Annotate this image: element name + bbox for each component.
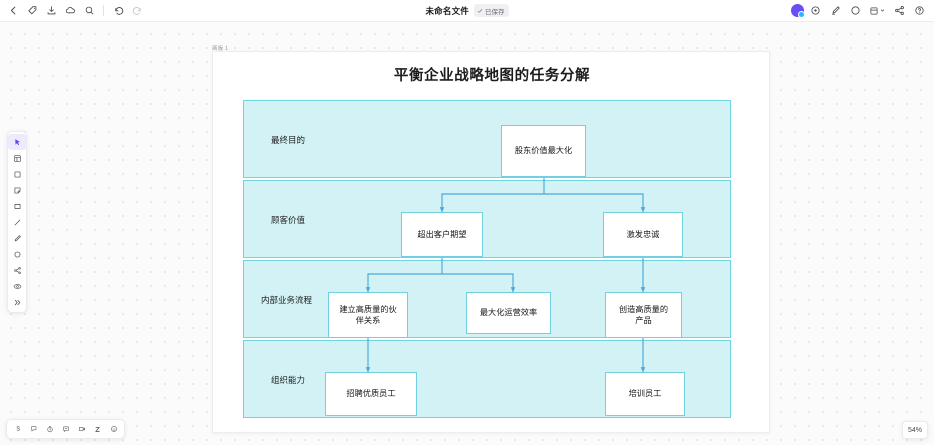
- comment-icon[interactable]: [26, 422, 41, 437]
- share-icon[interactable]: [890, 2, 908, 20]
- canvas[interactable]: 画板 1 平衡企业战略地图的任务分解 最终目的 顾客价值 内部业务流程 组织能力: [0, 22, 934, 445]
- top-toolbar-left-group: [0, 2, 146, 20]
- search-icon[interactable]: [80, 2, 98, 20]
- chat-icon[interactable]: [58, 422, 73, 437]
- circle-icon[interactable]: [846, 2, 864, 20]
- frame-tool[interactable]: [8, 150, 26, 166]
- avatar[interactable]: [791, 4, 805, 18]
- node-inspire-loyalty[interactable]: 激发忠诚: [603, 212, 683, 257]
- sticky-note-tool[interactable]: [8, 182, 26, 198]
- record-icon[interactable]: [806, 2, 824, 20]
- node-recruit-quality-employees[interactable]: 招聘优质员工: [325, 372, 417, 416]
- saved-status-text: 已保存: [485, 8, 505, 16]
- panel-icon[interactable]: [866, 2, 888, 20]
- presentation-icon[interactable]: [826, 2, 844, 20]
- shape-tool[interactable]: [8, 246, 26, 262]
- zoom-level-indicator[interactable]: 54%: [902, 421, 928, 439]
- saved-status-badge: 已保存: [474, 4, 509, 17]
- chevron-down-icon: [880, 9, 885, 12]
- magic-tool[interactable]: [8, 278, 26, 294]
- band-ultimate-purpose[interactable]: [243, 100, 731, 178]
- top-toolbar: 未命名文件 已保存: [0, 0, 934, 22]
- top-toolbar-right-group: [791, 2, 934, 20]
- cursor-mode-icon[interactable]: [10, 422, 25, 437]
- timer-icon[interactable]: [42, 422, 57, 437]
- line-tool[interactable]: [8, 214, 26, 230]
- download-icon[interactable]: [42, 2, 60, 20]
- left-toolbar: [7, 131, 27, 313]
- page-title: 平衡企业战略地图的任务分解: [393, 68, 591, 84]
- emoji-icon[interactable]: [106, 422, 121, 437]
- node-build-quality-partnerships[interactable]: 建立高质量的伙 伴关系: [328, 292, 408, 338]
- band-label-internal-process: 内部业务流程: [261, 295, 313, 305]
- rectangle-tool[interactable]: [8, 198, 26, 214]
- band-label-ultimate-purpose: 最终目的: [271, 135, 306, 145]
- undo-icon[interactable]: [109, 2, 127, 20]
- zen-icon[interactable]: Z: [95, 424, 100, 434]
- cursor-tool[interactable]: [8, 134, 26, 150]
- back-icon[interactable]: [4, 2, 22, 20]
- bottom-toolbar: Z: [6, 419, 125, 439]
- node-train-employees[interactable]: 培训员工: [605, 372, 685, 416]
- band-label-customer-value: 顾客价值: [271, 215, 306, 225]
- node-exceed-customer-expectations[interactable]: 超出客户期望: [401, 212, 483, 257]
- redo-icon[interactable]: [128, 2, 146, 20]
- connector-tool[interactable]: [8, 262, 26, 278]
- document-title[interactable]: 未命名文件: [425, 5, 469, 16]
- help-icon[interactable]: [910, 2, 928, 20]
- tag-icon[interactable]: [23, 2, 41, 20]
- frame-label[interactable]: 画板 1: [212, 46, 229, 52]
- square-tool[interactable]: [8, 166, 26, 182]
- band-label-organizational-capability: 组织能力: [271, 375, 306, 385]
- cloud-check-icon: [477, 8, 483, 13]
- diagram-page[interactable]: 平衡企业战略地图的任务分解 最终目的 顾客价值 内部业务流程 组织能力: [212, 51, 770, 433]
- pen-tool[interactable]: [8, 230, 26, 246]
- cloud-icon[interactable]: [61, 2, 79, 20]
- node-maximize-shareholder-value[interactable]: 股东价值最大化: [501, 125, 586, 177]
- node-maximize-operational-efficiency[interactable]: 最大化运营效率: [466, 292, 551, 334]
- node-create-quality-products[interactable]: 创造高质量的 产品: [605, 292, 682, 338]
- more-tool[interactable]: [8, 294, 26, 310]
- toolbar-divider: [103, 5, 104, 16]
- document-title-group: 未命名文件 已保存: [0, 4, 934, 17]
- video-icon[interactable]: [74, 422, 89, 437]
